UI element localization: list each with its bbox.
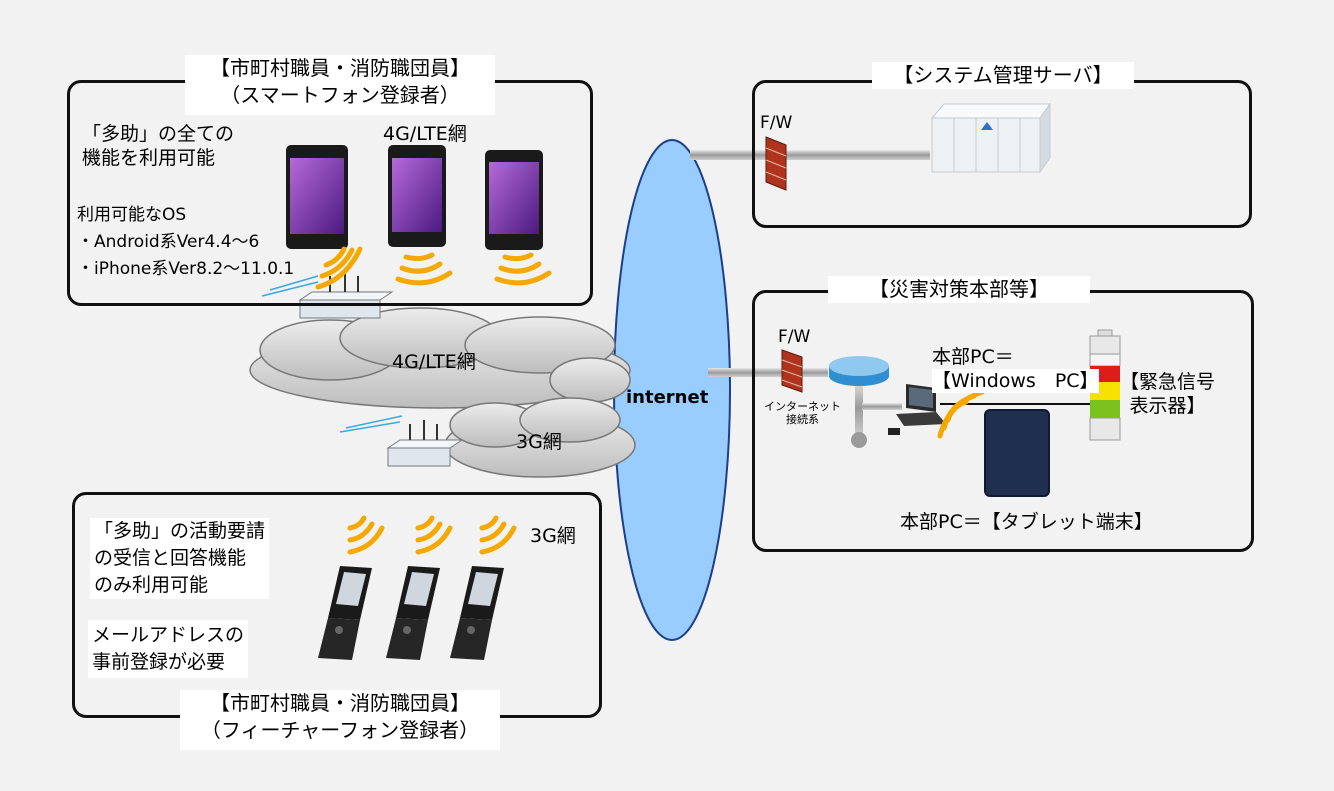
g3-base-station — [339, 415, 464, 467]
laptop-icon — [888, 384, 946, 435]
smartphone-feature-line1: 「多助」の全ての — [82, 123, 235, 145]
os-list: 利用可能なOS ・Android系Ver4.4～6 ・iPhone系Ver8.2… — [77, 202, 294, 283]
feature-phone-group-title-line2: （フィーチャーフォン登録者） — [200, 718, 480, 742]
feature-phone-2 — [386, 566, 440, 660]
server-link-pipe — [690, 150, 930, 160]
mail-registration-line2: 事前登録が必要 — [92, 651, 226, 673]
feature-phone-feature-line1: 「多助」の活動要請 — [94, 520, 266, 542]
feature-phone-group-title-line1: 【市町村職員・消防職団員】 — [210, 691, 470, 715]
feature-phone-feature-line3: のみ利用可能 — [94, 574, 209, 596]
wifi-icon — [415, 515, 453, 555]
smartphone-1 — [286, 145, 348, 249]
gateway-label-line1: インターネット — [764, 400, 841, 413]
feature-phone-group-title: 【市町村職員・消防職団員】 （フィーチャーフォン登録者） — [180, 690, 500, 750]
feature-phone-1 — [318, 566, 372, 660]
router-pc-pipe — [862, 403, 902, 410]
signal-display-label: 【緊急信号 表示器】 — [1120, 370, 1215, 418]
smartphone-3 — [485, 150, 543, 250]
g3-cloud — [444, 397, 636, 478]
signal-display-label-line2: 表示器】 — [1129, 395, 1206, 417]
wifi-icon — [479, 515, 517, 555]
smartphone-group-title-line2: （スマートフォン登録者） — [220, 83, 460, 107]
server-firewall-icon — [765, 136, 787, 191]
hq-pc-label-line1: 本部PC＝ — [932, 346, 1014, 368]
mail-registration-text: メールアドレスの 事前登録が必要 — [88, 620, 249, 678]
hq-group-title: 【災害対策本部等】 — [828, 276, 1090, 303]
hq-firewall-label: F/W — [778, 327, 811, 347]
feature-phone-feature-text: 「多助」の活動要請 の受信と回答機能 のみ利用可能 — [90, 518, 270, 599]
smartphone-group-title-line1: 【市町村職員・消防職団員】 — [210, 56, 470, 80]
wifi-icon — [347, 515, 385, 555]
os-iphone: ・iPhone系Ver8.2～11.0.1 — [77, 259, 295, 279]
os-heading: 利用可能なOS — [77, 205, 187, 225]
feature-phone-network-label: 3G網 — [530, 525, 576, 547]
os-android: ・Android系Ver4.4～6 — [77, 232, 260, 252]
wifi-icon — [937, 389, 985, 439]
router-base — [851, 432, 867, 448]
mail-registration-line1: メールアドレスの — [92, 624, 245, 646]
smartphone-network-label: 4G/LTE網 — [383, 123, 467, 145]
hq-link-pipe — [708, 368, 828, 377]
smartphone-2 — [388, 145, 446, 247]
hq-firewall-icon — [781, 349, 803, 393]
feature-phone-feature-line2: の受信と回答機能 — [94, 547, 247, 569]
signal-display-label-line1: 【緊急信号 — [1120, 371, 1216, 393]
smartphone-group-title: 【市町村職員・消防職団員】 （スマートフォン登録者） — [185, 55, 495, 115]
wifi-icon — [315, 246, 363, 290]
router-post — [855, 378, 863, 438]
wifi-icon — [395, 252, 453, 286]
feature-phone-3 — [450, 566, 504, 660]
smartphone-feature-text: 「多助」の全ての 機能を利用可能 — [82, 122, 234, 170]
server-firewall-label: F/W — [760, 113, 793, 133]
hq-pc-label: 本部PC＝ 【Windows PC】 — [932, 345, 1099, 393]
server-group-title: 【システム管理サーバ】 — [872, 62, 1134, 89]
gateway-label: インターネット 接続系 — [764, 400, 841, 426]
server-group-box — [752, 80, 1252, 228]
hq-pc-label-line2: 【Windows PC】 — [932, 369, 1099, 393]
tablet-icon — [984, 409, 1050, 497]
smartphone-feature-line2: 機能を利用可能 — [82, 147, 216, 169]
lte-cloud-label: 4G/LTE網 — [392, 351, 476, 373]
router-icon — [829, 356, 889, 386]
tablet-label: 本部PC＝【タブレット端末】 — [900, 511, 1153, 533]
gateway-label-line2: 接続系 — [786, 413, 819, 426]
server-rack-icon — [930, 102, 1051, 174]
g3-cloud-label: 3G網 — [516, 431, 562, 453]
lte-cloud — [249, 307, 631, 409]
wifi-icon — [494, 252, 552, 286]
internet-label: internet — [626, 387, 709, 408]
